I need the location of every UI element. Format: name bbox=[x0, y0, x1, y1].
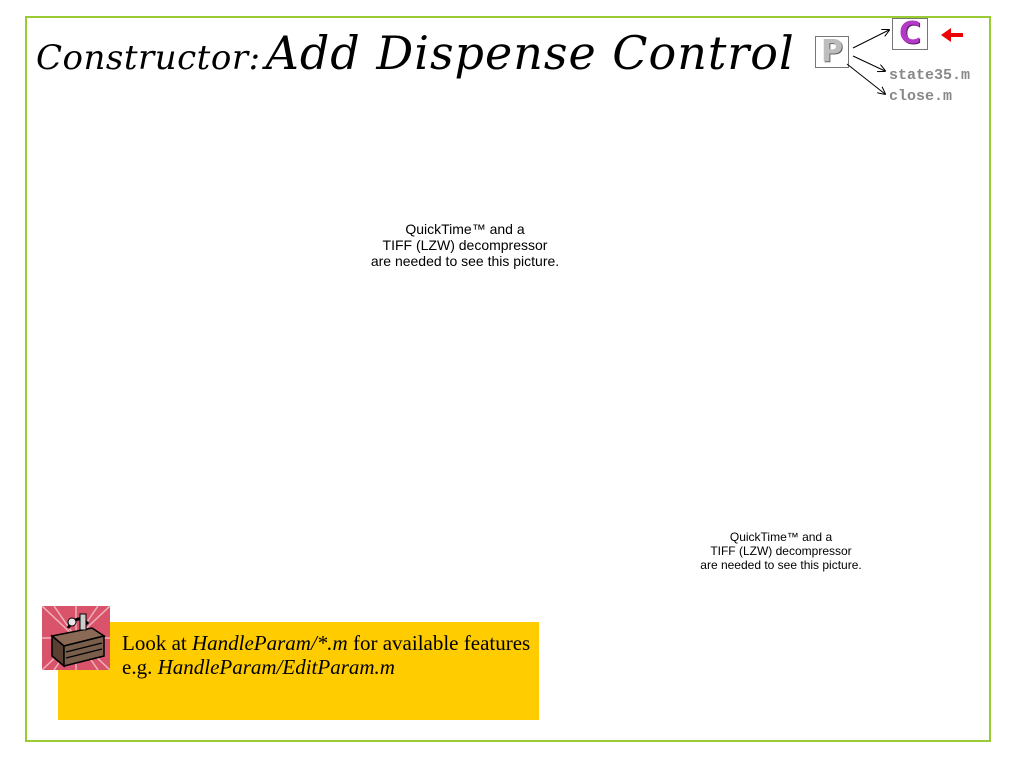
title-prefix: Constructor: bbox=[36, 38, 261, 78]
placeholder-line: TIFF (LZW) decompressor bbox=[382, 237, 548, 253]
editparam-path: HandleParam/EditParam.m bbox=[157, 655, 395, 679]
file-close: close.m bbox=[889, 88, 953, 105]
arrow-to-close bbox=[846, 63, 885, 94]
placeholder-line: are needed to see this picture. bbox=[370, 253, 560, 269]
note-line-2: e.g. HandleParam/EditParam.m bbox=[122, 655, 395, 679]
slide-frame bbox=[25, 16, 991, 742]
parent-node-p: P bbox=[815, 36, 849, 68]
handleparam-path: HandleParam/*.m bbox=[191, 631, 348, 655]
arrow-to-c bbox=[852, 30, 889, 49]
red-pointer-arrow-icon bbox=[941, 28, 963, 42]
title-main: Add Dispense Control bbox=[265, 26, 795, 80]
note-line-1: Look at HandleParam/*.m for available fe… bbox=[122, 631, 531, 655]
slide-title: Constructor: Add Dispense Control bbox=[36, 26, 795, 80]
image-placeholder-1: QuickTime™ and a TIFF (LZW) decompressor… bbox=[330, 221, 600, 269]
navigation-arrows bbox=[846, 28, 963, 110]
placeholder-line: TIFF (LZW) decompressor bbox=[710, 544, 852, 558]
arrow-to-state35 bbox=[852, 55, 885, 71]
placeholder-line: QuickTime™ and a bbox=[729, 530, 833, 544]
note-box: Look at HandleParam/*.m for available fe… bbox=[58, 622, 539, 720]
placeholder-line: QuickTime™ and a bbox=[405, 221, 525, 237]
current-node-c: C bbox=[892, 18, 928, 50]
toolbox-icon bbox=[42, 606, 110, 670]
placeholder-line: are needed to see this picture. bbox=[700, 558, 862, 572]
file-state35: state35.m bbox=[889, 67, 971, 84]
image-placeholder-2: QuickTime™ and a TIFF (LZW) decompressor… bbox=[668, 530, 894, 572]
